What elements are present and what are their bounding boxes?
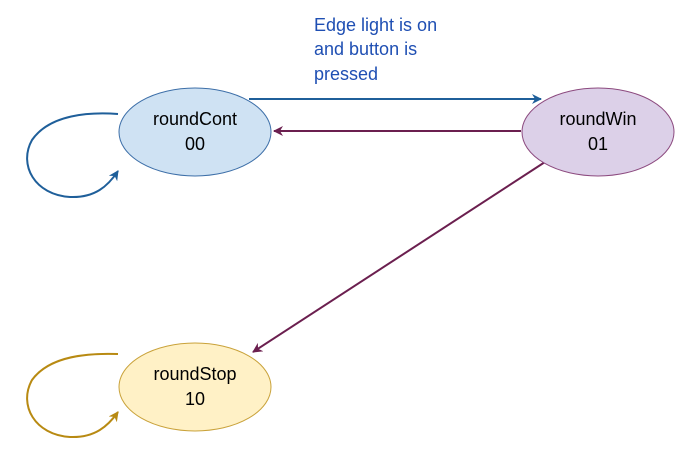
self-loop-arrow-round-stop [26,352,119,439]
state-round-stop-name: roundStop [153,364,236,384]
state-round-cont[interactable]: roundCont 00 [118,87,272,177]
state-round-win-shape [521,87,675,177]
state-round-stop-code: 10 [185,389,205,409]
state-round-cont-code: 00 [185,134,205,154]
edge-label-cont-to-win: Edge light is on and button is pressed [314,15,437,84]
edge-label-line-2: and button is [314,39,417,59]
state-round-stop-shape [118,342,272,432]
state-round-cont-shape [118,87,272,177]
state-round-stop[interactable]: roundStop 10 [118,342,272,432]
edge-label-line-3: pressed [314,64,378,84]
transition-arrow-win-to-stop [252,161,546,353]
state-round-win-name: roundWin [559,109,636,129]
edge-label-line-1: Edge light is on [314,15,437,35]
state-round-cont-name: roundCont [153,109,237,129]
state-round-win[interactable]: roundWin 01 [521,87,675,177]
state-round-win-code: 01 [588,134,608,154]
self-loop-arrow-round-cont [26,112,119,199]
